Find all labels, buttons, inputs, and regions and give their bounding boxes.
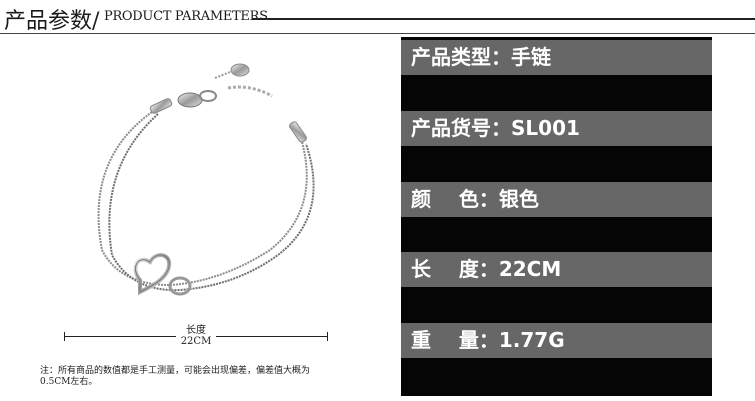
note-line-2: 0.5CM左右。 <box>40 377 98 387</box>
note-line-1: 注：所有商品的数值都是手工测量，可能会出现偏差，偏差值大概为 <box>40 366 311 376</box>
bracelet-image <box>97 63 315 296</box>
header-bar: 产品参数/ PRODUCT PARAMETERS <box>0 0 755 34</box>
dimension-label-top: 长度 <box>186 325 206 336</box>
header-divider <box>0 33 755 34</box>
spec-row-color: 颜 色：银色 <box>401 182 712 217</box>
spec-row-length: 长 度：22CM <box>401 252 712 287</box>
header-subtitle: PRODUCT PARAMETERS <box>104 9 268 24</box>
dimension-label-bottom: 22CM <box>180 336 212 347</box>
measurement-note: 注：所有商品的数值都是手工测量，可能会出现偏差，偏差值大概为 0.5CM左右。 <box>40 366 350 388</box>
length-dimension: 长度 22CM <box>64 322 328 352</box>
dimension-tick-left <box>64 332 65 341</box>
header-title: 产品参数/ <box>4 9 100 34</box>
dimension-tick-right <box>327 332 328 341</box>
spec-panel: 产品类型：手链 产品货号：SL001 颜 色：银色 长 度：22CM 重 量：1… <box>401 37 712 396</box>
spec-row-sku: 产品货号：SL001 <box>401 111 712 146</box>
header-rule <box>252 18 755 20</box>
spec-row-weight: 重 量：1.77G <box>401 323 712 358</box>
spec-row-type: 产品类型：手链 <box>401 40 712 75</box>
dimension-label: 长度 22CM <box>176 325 216 347</box>
